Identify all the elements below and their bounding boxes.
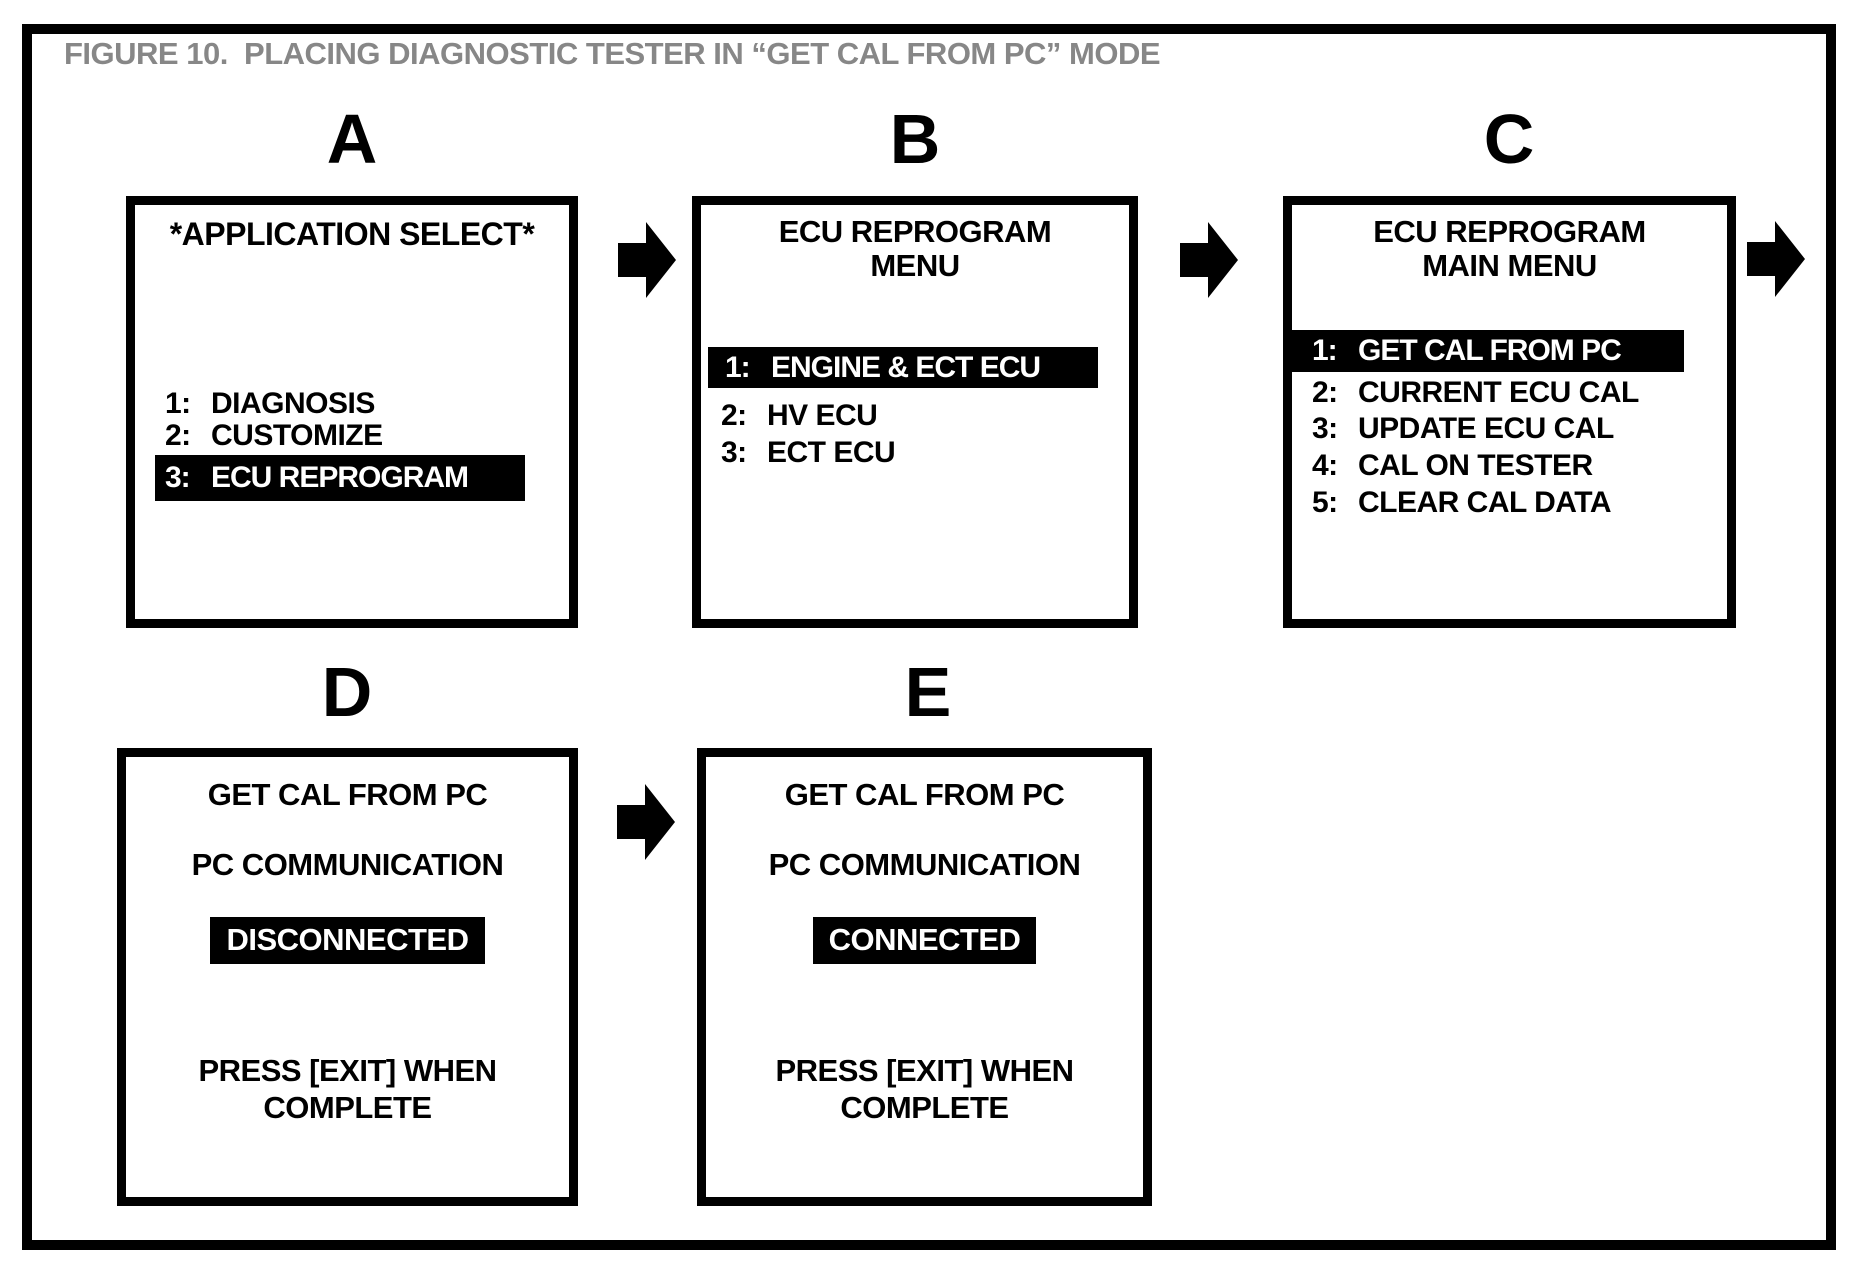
status-badge: CONNECTED [812, 917, 1037, 964]
screen-d-footer-line2: COMPLETE [263, 1090, 432, 1125]
menu-item-number: 5: [1312, 486, 1338, 519]
screen-b: ECU REPROGRAM MENU 1: ENGINE & ECT ECU 2:… [692, 196, 1138, 628]
screen-d-label: D [321, 653, 373, 731]
screen-e-label: E [904, 653, 952, 731]
menu-item-text: UPDATE ECU CAL [1358, 412, 1614, 445]
menu-item-text: CURRENT ECU CAL [1358, 376, 1639, 409]
screen-d-subtitle: PC COMMUNICATION [191, 847, 504, 882]
screen-a: *APPLICATION SELECT* 1: DIAGNOSIS 2: CUSTO… [126, 196, 578, 628]
status-line: DISCONNECTED [126, 917, 569, 964]
menu-item-text: ECT ECU [767, 436, 896, 469]
menu-item-text: GET CAL FROM PC [1358, 334, 1622, 367]
screen-c: ECU REPROGRAM MAIN MENU 1: GET CAL FROM P… [1283, 196, 1736, 628]
menu-item-number: 2: [165, 419, 191, 452]
menu-item-number: 2: [1312, 376, 1338, 409]
menu-item-number: 3: [721, 436, 747, 469]
screen-d: GET CAL FROM PC PC COMMUNICATION DISCONN… [117, 748, 578, 1206]
menu-item-text: CAL ON TESTER [1358, 449, 1593, 482]
screen-b-header-line2: MENU [870, 248, 960, 283]
screen-c-label: C [1483, 100, 1535, 178]
screen-e-footer-line2: COMPLETE [840, 1090, 1009, 1125]
menu-item-row: 4: CAL ON TESTER [1312, 450, 1593, 482]
flow-arrow-icon [1747, 221, 1805, 297]
menu-item-row-highlighted: 3: ECU REPROGRAM [155, 455, 525, 501]
flow-arrow-icon [1180, 222, 1238, 298]
screen-b-header-line1: ECU REPROGRAM [778, 214, 1052, 249]
screen-a-label: A [326, 100, 378, 178]
screen-d-footer-line1: PRESS [EXIT] WHEN [198, 1053, 497, 1088]
menu-item-row-highlighted: 1: ENGINE & ECT ECU [708, 347, 1098, 388]
status-line: CONNECTED [706, 917, 1143, 964]
screen-b-label: B [889, 100, 941, 178]
menu-item-text: DIAGNOSIS [211, 387, 375, 420]
menu-item-text: ECU REPROGRAM [211, 461, 469, 494]
menu-item-row: 2: CURRENT ECU CAL [1312, 377, 1639, 409]
menu-item-number: 1: [725, 350, 751, 384]
screen-e-subtitle: PC COMMUNICATION [768, 847, 1081, 882]
menu-item-number: 3: [1312, 412, 1338, 445]
menu-item-number: 2: [721, 399, 747, 432]
menu-item-text: CLEAR CAL DATA [1358, 486, 1611, 519]
screen-e: GET CAL FROM PC PC COMMUNICATION CONNECT… [697, 748, 1152, 1206]
menu-item-text: CUSTOMIZE [211, 419, 383, 452]
status-badge: DISCONNECTED [210, 917, 485, 964]
menu-item-text: HV ECU [767, 399, 878, 432]
menu-item-row: 1: DIAGNOSIS [165, 388, 375, 420]
menu-item-row: 3: ECT ECU [721, 436, 896, 469]
figure-title: FIGURE 10. PLACING DIAGNOSTIC TESTER IN … [64, 36, 1161, 71]
screen-a-header: *APPLICATION SELECT* [169, 216, 535, 252]
menu-item-row: 2: HV ECU [721, 399, 878, 432]
menu-item-number: 1: [1312, 334, 1338, 367]
menu-item-row: 5: CLEAR CAL DATA [1312, 487, 1611, 519]
menu-item-number: 3: [165, 461, 191, 494]
screen-d-title: GET CAL FROM PC [207, 777, 488, 812]
menu-item-row: 2: CUSTOMIZE [165, 420, 383, 452]
screen-c-header-line2: MAIN MENU [1422, 248, 1597, 283]
menu-item-row-highlighted: 1: GET CAL FROM PC [1292, 330, 1684, 372]
flow-arrow-icon [618, 222, 676, 298]
flow-arrow-icon [617, 784, 675, 860]
screen-e-footer-line1: PRESS [EXIT] WHEN [775, 1053, 1074, 1088]
screen-e-title: GET CAL FROM PC [784, 777, 1065, 812]
menu-item-number: 1: [165, 387, 191, 420]
menu-item-number: 4: [1312, 449, 1338, 482]
menu-item-row: 3: UPDATE ECU CAL [1312, 413, 1614, 445]
screen-c-header-line1: ECU REPROGRAM [1373, 214, 1646, 249]
menu-item-text: ENGINE & ECT ECU [771, 350, 1041, 384]
